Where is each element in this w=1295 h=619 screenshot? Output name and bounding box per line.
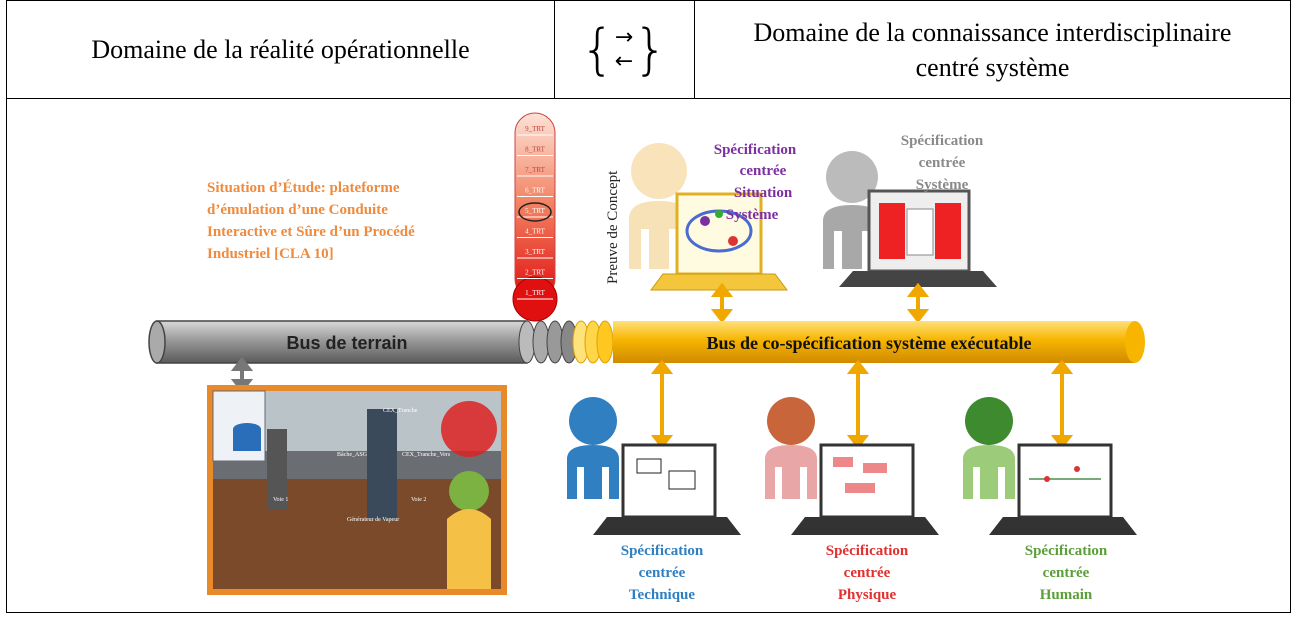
header-right-line2: centré système xyxy=(915,52,1070,82)
technique-workstation xyxy=(567,397,741,535)
svg-text:Spécification: Spécification xyxy=(826,543,909,559)
header-row: Domaine de la réalité opérationnelle { →… xyxy=(7,1,1290,99)
svg-text:Humain: Humain xyxy=(1040,587,1093,603)
trl-label: 8_TRT xyxy=(525,146,546,154)
svg-text:Spécification: Spécification xyxy=(901,133,984,149)
trl-label: 4_TRT xyxy=(525,228,546,236)
right-arrow-icon: → xyxy=(614,24,634,50)
bidirectional-brace: { → ← } xyxy=(580,17,668,81)
trl-label: 9_TRT xyxy=(525,125,546,133)
system-person-head xyxy=(826,151,878,203)
system-workstation xyxy=(823,151,997,287)
field-bus-label: Bus de terrain xyxy=(286,333,407,353)
spec-physique-label: Spécification centrée Physique xyxy=(826,543,909,603)
svg-text:centrée: centrée xyxy=(639,565,686,581)
header-middle-cell: { → ← } xyxy=(554,1,695,98)
situation-person-body xyxy=(629,201,689,269)
svg-text:centrée: centrée xyxy=(1043,565,1090,581)
svg-text:Voie 1: Voie 1 xyxy=(273,497,288,503)
proof-of-concept-label: Preuve de Concept xyxy=(605,170,621,284)
trl-label: 5_TRT xyxy=(525,207,546,215)
svg-text:centrée: centrée xyxy=(919,155,966,171)
physique-workstation xyxy=(765,397,939,535)
situation-line-3: Interactive et Sûre d’un Procédé xyxy=(207,224,415,240)
table: Domaine de la réalité opérationnelle { →… xyxy=(6,0,1291,613)
left-arrow-icon: ← xyxy=(614,48,634,74)
humain-workstation xyxy=(963,397,1137,535)
diagram-svg: Situation d’Étude: plateforme d’émulatio… xyxy=(148,112,1145,603)
svg-text:Générateur de Vapeur: Générateur de Vapeur xyxy=(347,517,399,523)
svg-text:centrée: centrée xyxy=(844,565,891,581)
svg-text:Voie 2: Voie 2 xyxy=(411,497,426,503)
right-brace-icon: } xyxy=(633,17,668,81)
trl-label: 2_TRT xyxy=(525,269,546,277)
svg-text:Spécification: Spécification xyxy=(714,142,797,158)
system-person-body xyxy=(823,205,881,269)
system-laptop-base xyxy=(839,271,997,287)
svg-text:Spécification: Spécification xyxy=(1025,543,1108,559)
svg-text:Spécification: Spécification xyxy=(621,543,704,559)
spec-humain-label: Spécification centrée Humain xyxy=(1025,543,1108,603)
spec-technique-label: Spécification centrée Technique xyxy=(621,543,704,603)
svg-text:Bâche_ASG: Bâche_ASG xyxy=(337,452,368,458)
situation-system-workstation xyxy=(629,143,788,291)
situation-laptop-base xyxy=(650,273,788,291)
lower-connectors xyxy=(650,359,1074,450)
trl-thermometer: 9_TRT 8_TRT 7_TRT 6_TRT 5_TRT 4_TRT 3_TRT 2_TRT… xyxy=(512,112,558,322)
situation-line-1: Situation d’Étude: plateforme xyxy=(207,179,400,196)
header-right-cell: Domaine de la connaissance interdiscipli… xyxy=(695,1,1290,98)
field-bus: Bus de terrain xyxy=(148,320,578,364)
header-left-text: Domaine de la réalité opérationnelle xyxy=(91,34,470,64)
trl-label: 7_TRT xyxy=(525,166,546,174)
svg-text:Situation: Situation xyxy=(734,185,793,201)
svg-text:centrée: centrée xyxy=(740,163,787,179)
trl-label: 6_TRT xyxy=(525,187,546,195)
situation-text: Situation d’Étude: plateforme d’émulatio… xyxy=(207,179,415,262)
header-right-line1: Domaine de la connaissance interdiscipli… xyxy=(753,17,1232,47)
svg-text:CEX_Tranche: CEX_Tranche xyxy=(383,408,418,414)
trl-label: 1_TRT xyxy=(525,289,546,297)
spec-situation-label: Spécification centrée Situation Système xyxy=(714,142,797,223)
cospec-bus: Bus de co-spécification système exécutab… xyxy=(572,320,1145,364)
cospec-bus-label: Bus de co-spécification système exécutab… xyxy=(707,333,1032,353)
svg-text:Physique: Physique xyxy=(838,587,897,603)
svg-text:Système: Système xyxy=(726,207,779,223)
upper-connectors xyxy=(710,282,930,324)
diagram-figure: Situation d’Étude: plateforme d’émulatio… xyxy=(7,99,1290,614)
svg-text:Technique: Technique xyxy=(629,587,695,603)
situation-line-2: d’émulation d’une Conduite xyxy=(207,202,388,218)
svg-text:Système: Système xyxy=(916,177,969,193)
situation-line-4: Industriel [CLA 10] xyxy=(207,246,334,262)
situation-person-head xyxy=(631,143,687,199)
header-left-cell: Domaine de la réalité opérationnelle xyxy=(7,1,555,98)
industrial-platform-photo: CEX_Tranche Bâche_ASG CEX_Tranche_Vers V… xyxy=(207,385,507,595)
left-brace-icon: { xyxy=(580,17,615,81)
trl-label: 3_TRT xyxy=(525,248,546,256)
current-trl-marker xyxy=(518,202,552,222)
situation-laptop-screen xyxy=(675,192,763,276)
svg-text:CEX_Tranche_Vers: CEX_Tranche_Vers xyxy=(402,452,451,458)
spec-systeme-label: Spécification centrée Système xyxy=(901,133,984,193)
